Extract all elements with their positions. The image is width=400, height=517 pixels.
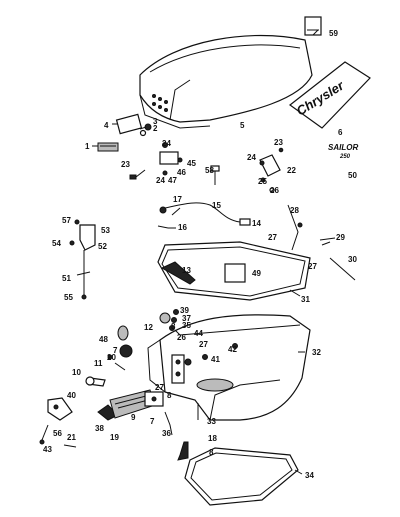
callout-50: 50 — [348, 171, 357, 180]
callout-28: 28 — [290, 206, 299, 215]
callout-16: 16 — [178, 223, 187, 232]
callout-43: 43 — [43, 445, 52, 454]
callout-39: 39 — [180, 306, 189, 315]
latch-plate — [97, 113, 152, 152]
latch-handle — [177, 441, 189, 461]
callout-24c: 24 — [247, 153, 256, 162]
callout-3: 3 — [153, 117, 158, 126]
trim-strip — [97, 389, 156, 421]
callout-44: 44 — [194, 329, 203, 338]
callout-7b: 7 — [150, 417, 155, 426]
callout-30: 30 — [348, 255, 357, 264]
screw — [210, 165, 220, 185]
access-cover — [144, 391, 164, 407]
callout-14: 14 — [252, 219, 261, 228]
callout-19: 19 — [110, 433, 119, 442]
callout-32: 32 — [312, 348, 321, 357]
callout-41: 41 — [211, 355, 220, 364]
callout-23a: 23 — [121, 160, 130, 169]
callout-56: 56 — [53, 429, 62, 438]
choke-lever — [160, 261, 196, 285]
callout-29: 29 — [336, 233, 345, 242]
callout-18: 18 — [208, 434, 217, 443]
callout-52: 52 — [98, 242, 107, 251]
spring — [321, 241, 331, 246]
callout-13: 13 — [182, 266, 191, 275]
callout-33: 33 — [207, 417, 216, 426]
callout-55: 55 — [64, 293, 73, 302]
callout-59: 59 — [329, 29, 338, 38]
callout-51: 51 — [62, 274, 71, 283]
callout-27d: 27 — [155, 383, 164, 392]
model-number-decal: 250 — [339, 154, 351, 160]
callout-1: 1 — [85, 142, 90, 151]
callout-57: 57 — [62, 216, 71, 225]
callout-26a: 26 — [270, 186, 279, 195]
pin — [157, 225, 169, 229]
callout-24b: 24 — [156, 176, 165, 185]
callout-22: 22 — [287, 166, 296, 175]
leader-lines — [63, 29, 336, 475]
linkage-arm — [287, 204, 303, 251]
rear-bracket — [259, 147, 284, 193]
lower-latch — [39, 397, 73, 445]
callout-8c: 8 — [209, 448, 214, 457]
callout-27b: 27 — [308, 262, 317, 271]
callout-58: 58 — [205, 166, 214, 175]
model-name-decal: SAILOR — [328, 143, 358, 152]
lower-cowl — [147, 314, 311, 421]
callout-31: 31 — [301, 295, 310, 304]
callout-26b: 26 — [177, 333, 186, 342]
callout-4: 4 — [104, 121, 109, 130]
small-decal — [304, 16, 322, 36]
callout-8b: 8 — [167, 391, 172, 400]
callout-25: 25 — [258, 177, 267, 186]
fuel-hose — [159, 202, 251, 226]
side-fittings — [85, 309, 179, 387]
callout-46: 46 — [177, 168, 186, 177]
callout-12: 12 — [144, 323, 153, 332]
callout-10: 10 — [72, 368, 81, 377]
callout-labels: 1 2 3 4 5 6 50 59 23 24 45 46 47 24 58 2… — [43, 29, 357, 480]
cover-plate — [224, 263, 246, 283]
left-bracket — [69, 219, 96, 300]
callout-48: 48 — [99, 335, 108, 344]
hood-bracket — [129, 142, 183, 180]
callout-2: 2 — [153, 124, 158, 133]
callout-21: 21 — [67, 433, 76, 442]
callout-40: 40 — [67, 391, 76, 400]
callout-15: 15 — [212, 201, 221, 210]
callout-6: 6 — [338, 128, 343, 137]
callout-42: 42 — [228, 345, 237, 354]
callout-47: 47 — [168, 176, 177, 185]
callout-34: 34 — [305, 471, 314, 480]
engine-hood — [139, 34, 313, 129]
callout-24a: 24 — [162, 139, 171, 148]
callout-8a: 8 — [171, 322, 176, 331]
callout-5: 5 — [240, 121, 245, 130]
callout-35: 35 — [182, 321, 191, 330]
callout-36: 36 — [162, 429, 171, 438]
callout-45: 45 — [187, 159, 196, 168]
callout-9: 9 — [131, 413, 136, 422]
bottom-seal — [184, 447, 299, 506]
callout-11: 11 — [94, 359, 103, 368]
hood-vent-grille — [152, 94, 168, 112]
rod — [329, 257, 356, 281]
release-lever — [164, 411, 173, 436]
callout-38: 38 — [95, 424, 104, 433]
callout-37: 37 — [182, 314, 191, 323]
callout-53: 53 — [101, 226, 110, 235]
callout-7a: 7 — [113, 346, 118, 355]
callout-20: 20 — [107, 353, 116, 362]
callout-17: 17 — [173, 195, 182, 204]
callout-54: 54 — [52, 239, 61, 248]
callout-23b: 23 — [274, 138, 283, 147]
callout-49: 49 — [252, 269, 261, 278]
callout-27a: 27 — [268, 233, 277, 242]
callout-27c: 27 — [199, 340, 208, 349]
